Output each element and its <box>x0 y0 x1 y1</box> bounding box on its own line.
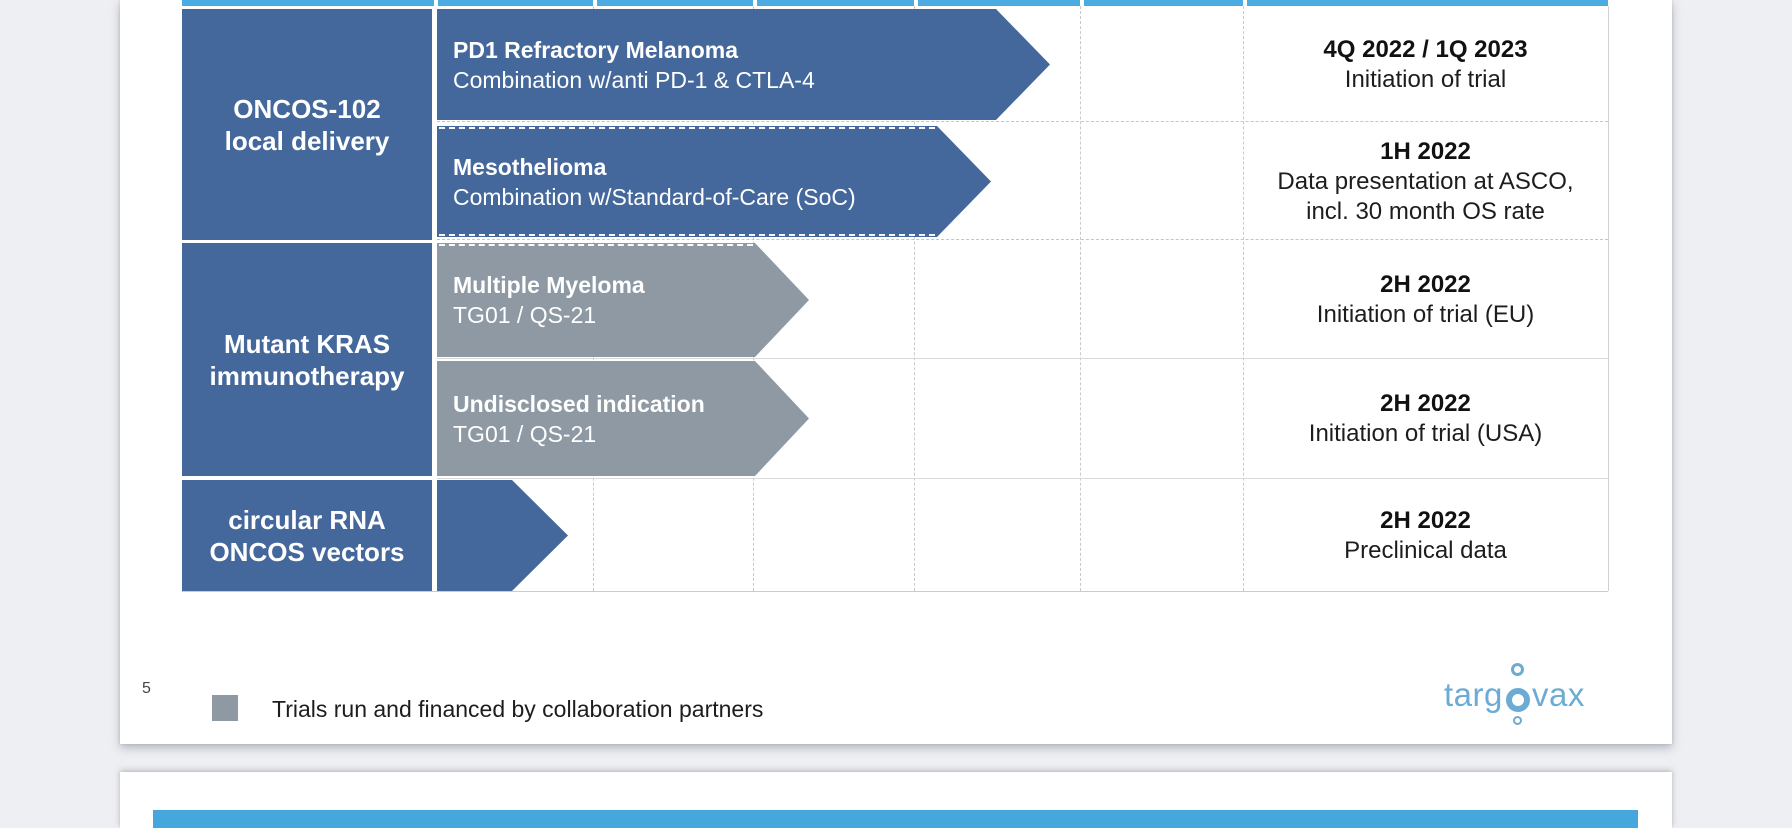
trial-arrow-pd1-melanoma: PD1 Refractory Melanoma Combination w/an… <box>437 9 1050 120</box>
milestone-line: Preclinical data <box>1344 536 1507 564</box>
header-strip-segment <box>757 0 914 6</box>
milestone-cell: 2H 2022 Initiation of trial (USA) <box>1243 361 1608 476</box>
header-strip-segment <box>597 0 753 6</box>
trial-title: Multiple Myeloma <box>453 272 645 298</box>
milestone-period: 2H 2022 <box>1380 271 1471 298</box>
program-label-line: ONCOS-102 <box>233 93 381 124</box>
header-strip-segment <box>918 0 1080 6</box>
header-strip-segment <box>1247 0 1608 6</box>
program-label-circular-rna: circular RNA ONCOS vectors <box>182 480 432 591</box>
trial-subtitle: Combination w/Standard-of-Care (SoC) <box>453 183 856 210</box>
targovax-logo: targ vax <box>1442 655 1612 725</box>
header-strip-segment <box>1084 0 1243 6</box>
row-divider <box>437 239 1608 240</box>
grid-line-vertical <box>1243 6 1244 591</box>
milestone-cell: 1H 2022 Data presentation at ASCO, incl.… <box>1243 126 1608 237</box>
program-label-line: immunotherapy <box>209 360 405 391</box>
trial-arrow-mesothelioma: Mesothelioma Combination w/Standard-of-C… <box>437 126 991 237</box>
page-number: 5 <box>142 680 151 697</box>
grid-line-vertical <box>1080 6 1081 591</box>
legend-label: Trials run and financed by collaboration… <box>272 696 764 722</box>
dashed-border <box>439 244 753 246</box>
trial-subtitle: TG01 / QS-21 <box>453 420 597 447</box>
milestone-cell: 2H 2022 Initiation of trial (EU) <box>1243 243 1608 357</box>
program-label-line: ONCOS vectors <box>209 536 405 567</box>
trial-arrow-undisclosed: Undisclosed indication TG01 / QS-21 <box>437 361 809 476</box>
trial-arrow-circular-rna <box>437 480 568 591</box>
trial-title: Undisclosed indication <box>453 390 705 417</box>
milestone-line: incl. 30 month OS rate <box>1306 197 1545 225</box>
trial-title: Mesothelioma <box>453 153 607 180</box>
row-divider <box>437 478 1608 479</box>
milestone-period: 4Q 2022 / 1Q 2023 <box>1323 35 1528 63</box>
trial-title: PD1 Refractory Melanoma <box>453 36 739 63</box>
trial-subtitle: Combination w/anti PD-1 & CTLA-4 <box>453 66 815 93</box>
next-slide-page <box>120 772 1672 828</box>
milestone-cell: 2H 2022 Preclinical data <box>1243 480 1608 591</box>
legend-swatch <box>212 695 238 721</box>
milestone-line: Initiation of trial <box>1344 65 1507 93</box>
logo-ring-o-icon <box>1506 688 1530 712</box>
milestone-cell: 4Q 2022 / 1Q 2023 Initiation of trial <box>1243 9 1608 120</box>
program-label-line: local delivery <box>224 125 390 156</box>
logo-ring-bottom-icon <box>1513 716 1522 725</box>
logo-text-vax: vax <box>1532 676 1585 713</box>
program-label-line: Mutant KRAS <box>223 328 391 359</box>
dashed-border <box>439 127 935 129</box>
milestone-line: Data presentation at ASCO, <box>1277 167 1574 195</box>
grid-line-vertical <box>914 6 915 591</box>
dashed-border <box>439 234 935 236</box>
milestone-line: Initiation of trial (EU) <box>1316 301 1535 328</box>
milestone-period: 2H 2022 <box>1380 506 1471 534</box>
trial-arrow-multiple-myeloma: Multiple Myeloma TG01 / QS-21 <box>437 243 809 357</box>
milestone-line: Initiation of trial (USA) <box>1308 419 1543 447</box>
trial-subtitle: TG01 / QS-21 <box>453 302 597 328</box>
table-bottom-edge <box>182 591 1608 592</box>
logo-text-targ: targ <box>1444 676 1503 713</box>
row-divider <box>437 121 1608 122</box>
logo-ring-top-icon <box>1511 663 1524 676</box>
next-slide-accent-bar <box>153 810 1638 828</box>
header-strip-segment <box>438 0 593 6</box>
program-label-mutant-kras: Mutant KRAS immunotherapy <box>182 243 432 476</box>
milestone-period: 1H 2022 <box>1380 137 1471 165</box>
program-label-line: circular RNA <box>228 504 386 535</box>
header-strip-segment <box>182 0 434 6</box>
milestone-period: 2H 2022 <box>1380 389 1471 417</box>
program-label-oncos-102: ONCOS-102 local delivery <box>182 9 432 240</box>
table-right-edge <box>1608 6 1609 591</box>
slide-page: ONCOS-102 local delivery Mutant KRAS imm… <box>120 0 1672 744</box>
row-divider <box>437 358 1608 359</box>
